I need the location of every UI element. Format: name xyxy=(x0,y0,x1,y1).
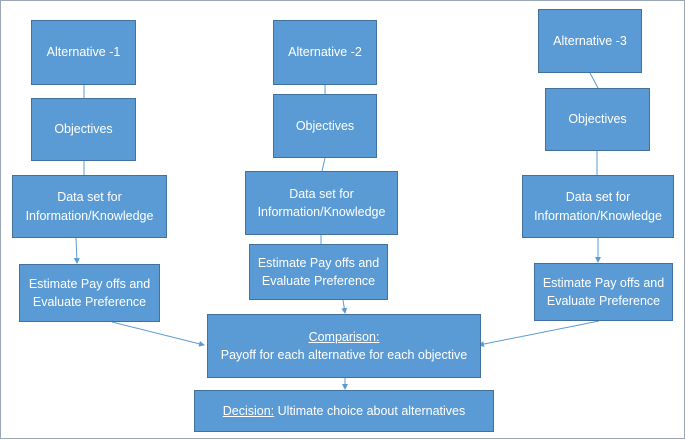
arrow-dataset1-estimate xyxy=(73,237,80,264)
dataset-2-box: Data set for Information/Knowledge xyxy=(245,171,398,235)
alternative-3-box: Alternative -3 xyxy=(538,9,642,73)
dataset-2-line2: Information/Knowledge xyxy=(257,205,386,219)
objectives-1-box: Objectives xyxy=(31,98,136,161)
estimate-2-box: Estimate Pay offs and Evaluate Preferenc… xyxy=(249,244,388,300)
dataset-3-box: Data set for Information/Knowledge xyxy=(522,175,674,238)
dataset-3-line1: Data set for xyxy=(565,190,631,205)
estimate-3-box: Estimate Pay offs and Evaluate Preferenc… xyxy=(534,263,673,321)
comparison-text: Payoff for each alternative for each obj… xyxy=(220,348,468,362)
decision-heading: Decision: xyxy=(222,403,275,418)
dataset-2-line1: Data set for xyxy=(289,186,354,201)
estimate-3-line2: Evaluate Preference xyxy=(546,294,661,308)
objectives-3-box: Objectives xyxy=(545,88,650,151)
estimate-2-line2: Evaluate Preference xyxy=(261,274,376,288)
alternative-1-box: Alternative -1 xyxy=(31,20,136,85)
estimate-3-line1: Estimate Pay offs and xyxy=(542,275,665,290)
alternative-1-label: Alternative -1 xyxy=(46,45,121,60)
dataset-1-box: Data set for Information/Knowledge xyxy=(12,175,167,238)
comparison-box: Comparison: Payoff for each alternative … xyxy=(207,314,481,378)
arrow-estimate3-comparison xyxy=(478,320,600,347)
dataset-1-line2: Information/Knowledge xyxy=(25,208,154,223)
estimate-2-line1: Estimate Pay offs and xyxy=(257,255,380,270)
arrow-estimate1-comparison xyxy=(111,321,205,347)
decision-line: Decision: Ultimate choice about alternat… xyxy=(223,402,466,420)
alternative-2-box: Alternative -2 xyxy=(273,20,377,85)
decision-box: Decision: Ultimate choice about alternat… xyxy=(194,390,494,432)
estimate-1-box: Estimate Pay offs and Evaluate Preferenc… xyxy=(19,264,160,322)
dataset-1-line1: Data set for xyxy=(57,190,122,205)
estimate-1-line1: Estimate Pay offs and xyxy=(28,276,151,291)
decision-text: Ultimate choice about alternatives xyxy=(274,403,466,418)
arrow-estimate2-comparison xyxy=(341,299,348,314)
objectives-2-label: Objectives xyxy=(295,118,355,133)
comparison-heading: Comparison: xyxy=(308,329,380,344)
alternative-2-label: Alternative -2 xyxy=(288,45,362,60)
estimate-1-line2: Evaluate Preference xyxy=(32,295,147,309)
alternative-3-label: Alternative -3 xyxy=(553,33,627,48)
connector-objectives2-dataset xyxy=(321,157,326,172)
objectives-3-label: Objectives xyxy=(568,112,627,127)
objectives-2-box: Objectives xyxy=(273,94,377,158)
connector-alt3-objectives xyxy=(589,72,599,89)
objectives-1-label: Objectives xyxy=(54,122,113,137)
dataset-3-line2: Information/Knowledge xyxy=(534,208,662,223)
